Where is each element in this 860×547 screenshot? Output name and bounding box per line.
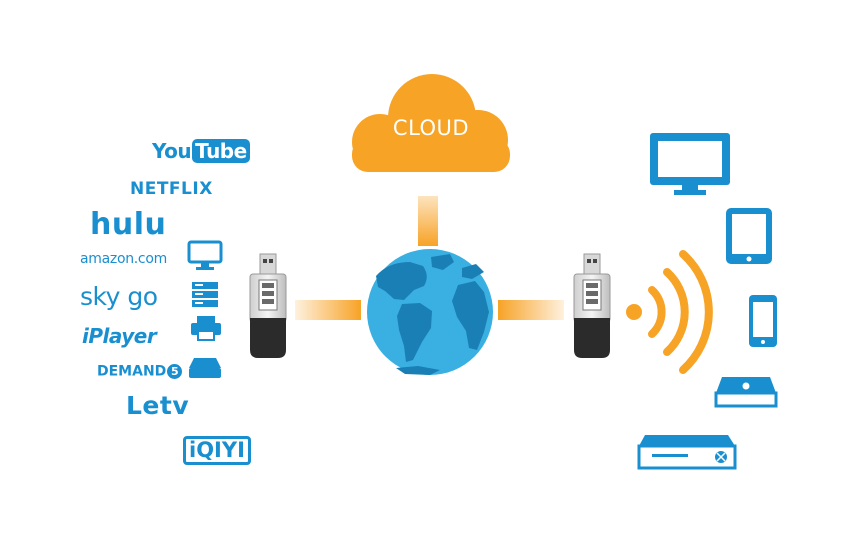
demand5-logo-badge: 5 [167, 364, 183, 379]
usb-dongle-right [573, 253, 611, 358]
wifi-signal-icon [626, 250, 713, 374]
apple-tv-icon [714, 377, 778, 408]
letv-logo: Letv [126, 391, 190, 420]
tablet-icon [726, 208, 772, 264]
globe-icon [367, 249, 493, 375]
amazon-logo: amazon.com [80, 251, 167, 267]
demand5-logo-text: DEMAND [97, 363, 167, 380]
youtube-logo-tube: Tube [192, 139, 250, 163]
connector-up [418, 196, 438, 246]
iqiyi-logo: iQIYI [183, 436, 251, 465]
usb-dongle-left [249, 253, 287, 358]
cloud-icon [352, 74, 510, 172]
youtube-logo-you: You [152, 139, 192, 163]
cloud-label: CLOUD [392, 116, 470, 140]
phone-icon [749, 295, 777, 347]
game-console-icon [637, 435, 737, 470]
sky-go-logo: sky go [80, 282, 158, 311]
tv-icon [650, 133, 730, 195]
connector-left [295, 300, 361, 320]
iplayer-logo: iPlayer [82, 324, 157, 348]
media-box-icon [189, 358, 221, 378]
connector-right [498, 300, 564, 320]
netflix-logo: NETFLIX [130, 179, 213, 199]
server-icon [192, 282, 218, 307]
monitor-icon [187, 240, 223, 270]
hulu-logo: hulu [90, 207, 167, 242]
printer-icon [191, 316, 221, 341]
